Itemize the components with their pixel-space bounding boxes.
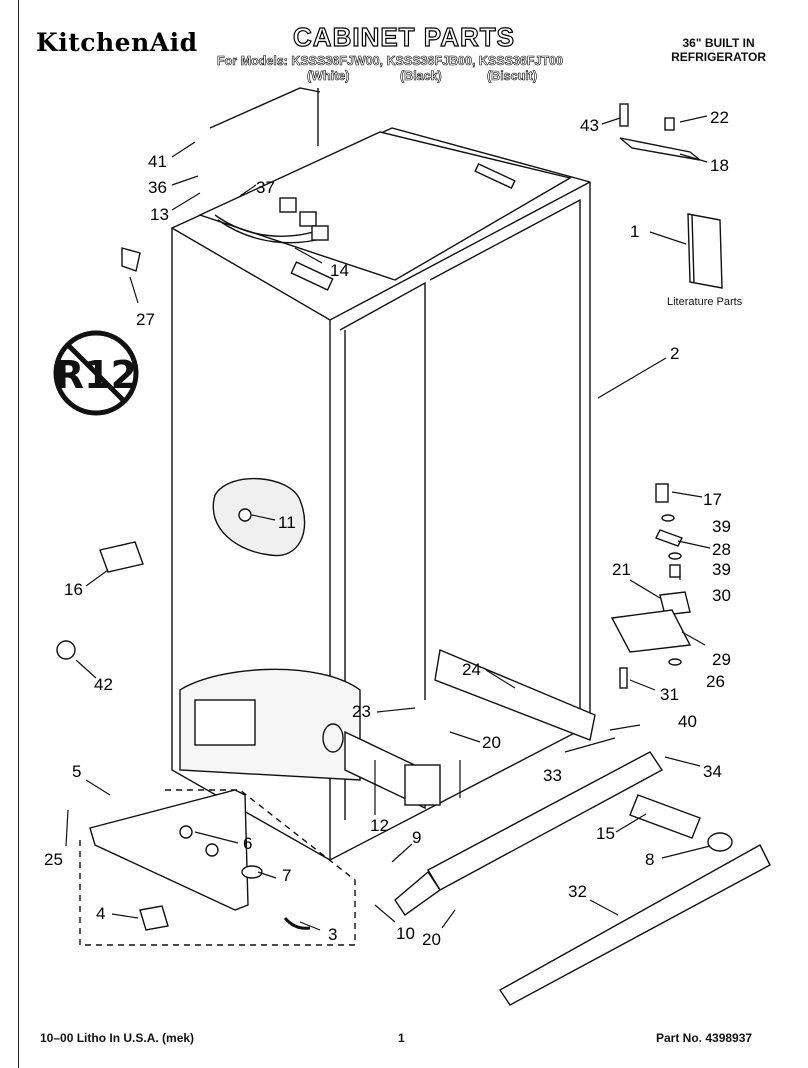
lower-hinge-assembly — [610, 483, 692, 689]
literature-parts-label: Literature Parts — [667, 296, 743, 308]
callout-23: 23 — [352, 702, 371, 721]
compressor-icon — [194, 699, 256, 746]
callout-24: 24 — [462, 660, 481, 679]
callout-5: 5 — [72, 762, 82, 781]
callout-9: 9 — [412, 828, 422, 847]
callout-1: 1 — [630, 222, 640, 241]
callout-27: 27 — [136, 310, 155, 329]
callout-31: 31 — [660, 685, 679, 704]
callout-41: 41 — [148, 152, 167, 171]
callout-20-b: 20 — [422, 930, 441, 949]
page-title: CABINET PARTS — [292, 21, 515, 52]
callout-37: 37 — [256, 178, 275, 197]
drain-trough — [434, 649, 596, 741]
callout-7: 7 — [282, 866, 292, 885]
callout-22: 22 — [710, 108, 729, 127]
footer-part-number: Part No. 4398937 — [656, 1031, 753, 1045]
callout-29: 29 — [712, 650, 731, 669]
callout-15: 15 — [596, 824, 615, 843]
fitting-42-icon — [56, 640, 76, 660]
literature-book-icon — [687, 213, 723, 289]
callout-16: 16 — [64, 580, 83, 599]
footer-page-number: 1 — [398, 1031, 405, 1045]
callout-14: 14 — [330, 261, 349, 280]
color-black: (Black) — [400, 69, 442, 84]
color-white: (White) — [307, 69, 350, 84]
water-filter-15 — [629, 794, 733, 852]
color-biscuit: (Biscuit) — [487, 69, 538, 84]
plug-button-icon — [238, 508, 252, 522]
rear-bracket-line — [209, 87, 321, 129]
callout-21: 21 — [612, 560, 631, 579]
machine-compartment — [179, 668, 361, 781]
model-type-line-1: 36" BUILT IN — [682, 36, 755, 50]
callout-8: 8 — [645, 850, 655, 869]
callout-32: 32 — [568, 882, 587, 901]
callout-2: 2 — [670, 344, 680, 363]
base-assembly — [79, 789, 356, 946]
callout-18: 18 — [710, 156, 729, 175]
margin-rule — [18, 0, 19, 1068]
kickplate-32 — [498, 844, 771, 1006]
callout-39-b: 39 — [712, 560, 731, 579]
clip-27-icon — [121, 247, 141, 272]
callout-26: 26 — [706, 672, 725, 691]
callout-12: 12 — [370, 816, 389, 835]
no-r12-symbol: R12 — [53, 330, 139, 416]
callout-30: 30 — [712, 586, 731, 605]
callout-20-a: 20 — [482, 733, 501, 752]
callout-4: 4 — [96, 904, 106, 923]
top-hinge-icon — [619, 103, 701, 161]
clip-16-icon — [99, 541, 144, 573]
callout-43: 43 — [580, 116, 599, 135]
callout-10: 10 — [396, 924, 415, 943]
callout-33: 33 — [543, 766, 562, 785]
leader-lines — [65, 115, 711, 931]
wire-harness — [214, 197, 329, 244]
callout-25: 25 — [44, 850, 63, 869]
model-type-line-2: REFRIGERATOR — [671, 50, 766, 64]
brand-logo: KitchenAid — [36, 28, 198, 57]
callout-40: 40 — [678, 712, 697, 731]
r12-text: R12 — [55, 353, 137, 397]
model-type: 36" BUILT IN REFRIGERATOR — [671, 36, 766, 64]
callout-39-a: 39 — [712, 517, 731, 536]
callout-34: 34 — [703, 762, 722, 781]
callout-36: 36 — [148, 178, 167, 197]
callout-3: 3 — [328, 925, 338, 944]
footer-litho: 10–00 Litho In U.S.A. (mek) — [40, 1031, 195, 1045]
callout-11: 11 — [278, 513, 296, 532]
callout-17: 17 — [703, 490, 722, 509]
callout-13: 13 — [150, 205, 169, 224]
callout-42: 42 — [94, 675, 113, 694]
callout-28: 28 — [712, 540, 731, 559]
callout-6: 6 — [243, 834, 253, 853]
grille-34 — [394, 751, 664, 916]
air-duct-12 — [322, 723, 441, 810]
models-line: For Models: KSSS36FJW00, KSSS36FJB00, KS… — [217, 54, 564, 69]
